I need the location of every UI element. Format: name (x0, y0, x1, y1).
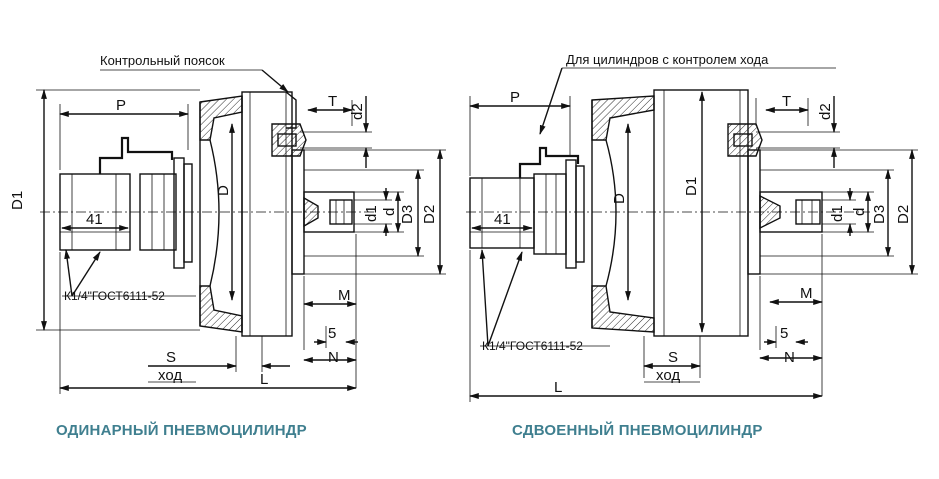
dim-D1-label: D1 (9, 191, 26, 210)
dim-D1-label: D1 (683, 177, 700, 196)
thread-note: К1/4"ГОСТ6111-52 (64, 289, 165, 303)
callout-text: Контрольный поясок (100, 53, 225, 68)
dim-5-label: 5 (328, 325, 336, 342)
dim-M-label: M (800, 285, 813, 302)
dim-d2-label: d2 (349, 103, 366, 120)
port-body (59, 173, 131, 251)
pipe (98, 136, 174, 174)
stroke-label: ход (158, 367, 182, 384)
stroke-label: ход (656, 367, 680, 384)
dim-41-label: 41 (86, 211, 103, 228)
dim-L-label: L (260, 371, 268, 388)
dim-N-label: N (784, 349, 795, 366)
single-cylinder-caption: ОДИНАРНЫЙ ПНЕВМОЦИЛИНДР (56, 422, 307, 439)
dim-P-label: P (116, 97, 126, 114)
dim-D3-label: D3 (871, 205, 888, 224)
dim-d1-label: d1 (363, 205, 380, 222)
dim-T-label: T (782, 93, 791, 110)
dim-P-label: P (510, 89, 520, 106)
dim-S-label: S (668, 349, 678, 366)
dim-D2-label: D2 (895, 205, 912, 224)
dim-D-label: D (611, 193, 628, 204)
dim-D3-label: D3 (399, 205, 416, 224)
double-cylinder-caption: СДВОЕННЫЙ ПНЕВМОЦИЛИНДР (512, 422, 763, 439)
thread-note: К1/4"ГОСТ6111-52 (482, 339, 583, 353)
control-port (271, 123, 307, 157)
callout-text: Для цилиндров с контролем хода (566, 52, 769, 67)
dim-T-label: T (328, 93, 337, 110)
dim-41-label: 41 (494, 211, 511, 228)
rear-cover-top (199, 95, 243, 141)
dim-M-label: M (338, 287, 351, 304)
control-port (727, 123, 763, 157)
dim-D2-label: D2 (421, 205, 438, 224)
dim-N-label: N (328, 349, 339, 366)
dim-d1-label: d1 (829, 205, 846, 222)
rear-cover-bottom (199, 285, 243, 333)
dim-D-label: D (215, 185, 232, 196)
dim-S-label: S (166, 349, 176, 366)
dim-d2-label: d2 (817, 103, 834, 120)
dim-5-label: 5 (780, 325, 788, 342)
dim-d-label: d (381, 208, 398, 216)
single-cylinder-drawing: Контрольный поясок D1 P D T d2 d1 d D3 D… (9, 53, 446, 394)
dim-d-label: d (851, 208, 868, 216)
dim-L-label: L (554, 379, 562, 396)
pipe (518, 146, 580, 178)
double-cylinder-drawing: Для цилиндров с контролем хода P D D1 T … (466, 52, 918, 402)
